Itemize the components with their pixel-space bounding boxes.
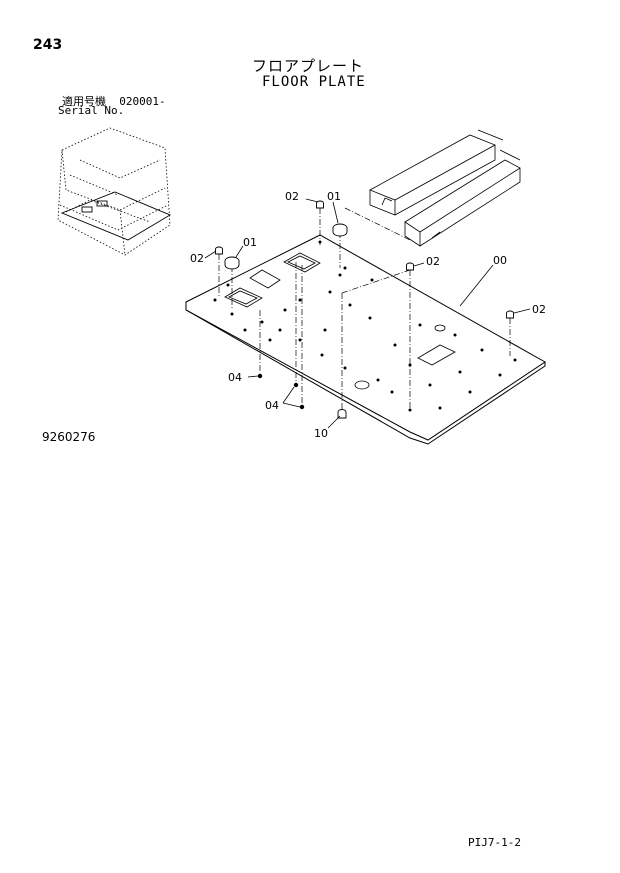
- callout-02-top: 02: [285, 190, 299, 203]
- callout-02-left: 02: [190, 252, 204, 265]
- plate-holes: [213, 240, 517, 412]
- cab-floor-highlight: [60, 191, 171, 241]
- callout-04-bottom: 04: [265, 399, 279, 412]
- page-number: 243: [33, 37, 63, 53]
- callout-02-right: 02: [426, 255, 440, 268]
- serial-label-japanese: 適用号機 020001-: [62, 93, 166, 109]
- callout-00: 00: [493, 254, 507, 267]
- callout-04-left: 04: [228, 371, 242, 384]
- serial-label-english: Serial No.: [58, 104, 125, 117]
- cab-thumbnail: [57, 127, 171, 256]
- callout-labels: 02 01 02 01 02 00 02 04 04 10: [190, 190, 546, 440]
- page-title-japanese: フロアプレート: [252, 57, 365, 75]
- callout-leaders: [204, 198, 531, 429]
- callout-02-far: 02: [532, 303, 546, 316]
- page-title-english: FLOOR PLATE: [262, 74, 366, 90]
- floor-plate: [185, 234, 546, 445]
- assembly-lines: [218, 207, 511, 412]
- bolts-04: [257, 373, 305, 410]
- footer-code: PIJ7-1-2: [468, 836, 521, 849]
- callout-01-top: 01: [327, 190, 341, 203]
- callout-01-left: 01: [243, 236, 257, 249]
- callout-10: 10: [314, 427, 328, 440]
- frame-rails: [369, 129, 521, 247]
- plate-openings: [224, 252, 456, 390]
- serial-label-jp-text: 適用号機: [62, 95, 106, 108]
- serial-value: 020001-: [119, 95, 166, 108]
- figure-number: 9260276: [42, 430, 96, 444]
- hardware-parts: [215, 200, 514, 419]
